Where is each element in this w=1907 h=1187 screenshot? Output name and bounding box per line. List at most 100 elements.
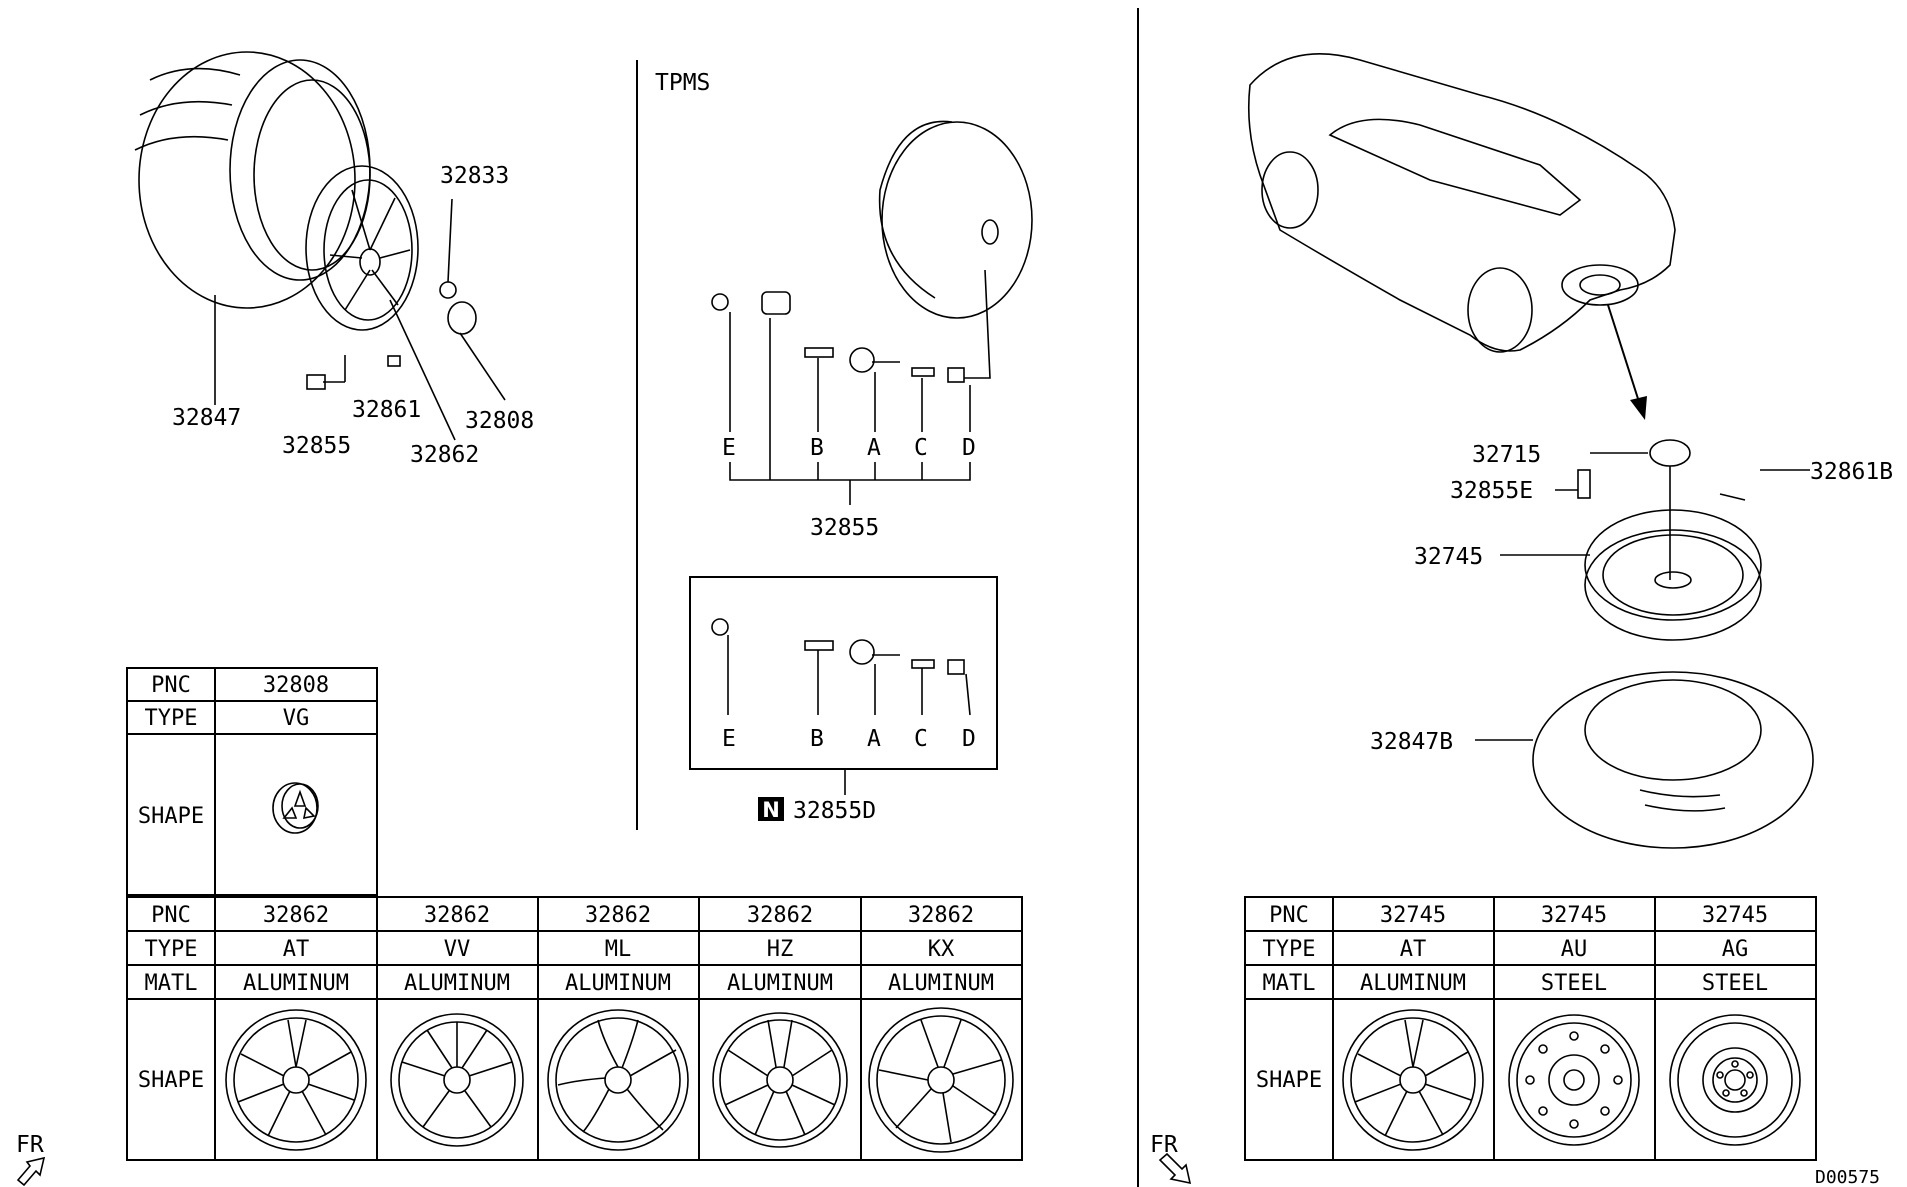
tpms-part-c-icon — [911, 367, 935, 377]
cap-shape-icon — [272, 782, 319, 834]
tpms-kit-parts — [711, 618, 971, 795]
spare-wheel-table: PNC TYPE MATL SHAPE 32745 AT ALUMINUM 32… — [1244, 896, 1817, 1161]
wheel-col-5-type: KX — [928, 937, 955, 962]
spare-weight-pnc[interactable]: 32861B — [1810, 459, 1893, 485]
cap-pnc-label[interactable]: 32808 — [465, 408, 534, 434]
wheel-col-3-matl: ALUMINUM — [565, 971, 671, 996]
wheel-at-shape-icon — [225, 1009, 367, 1151]
spare-table-col-3[interactable]: 32745 AG STEEL — [1654, 896, 1817, 1161]
wheel-col-2-type: VV — [444, 937, 471, 962]
front-wheel-icon — [1261, 151, 1319, 229]
cap-table-pnc-value[interactable]: 32808 — [263, 673, 329, 698]
wheel-table-header-column: PNC TYPE MATL SHAPE — [126, 896, 216, 1161]
wheel-table-col-2[interactable]: 32862 VV ALUMINUM — [376, 896, 539, 1161]
wheel-col-5-pnc: 32862 — [908, 903, 974, 928]
diagram-code: D00575 — [1815, 1167, 1880, 1187]
kit-label-a[interactable]: A — [867, 726, 881, 752]
wheel-spoke — [351, 189, 371, 251]
tpms-parts-illustration — [711, 269, 991, 383]
nut-icon — [439, 281, 457, 299]
front-arrow-icon — [1158, 1152, 1192, 1185]
wheel-ml-shape-icon — [547, 1009, 689, 1151]
tpms-heading: TPMS — [655, 70, 710, 96]
spare-wheel-icon — [1584, 509, 1762, 621]
spare-col-3-type: AG — [1722, 937, 1749, 962]
direction-label-right: FR — [1150, 1132, 1178, 1158]
cap-table: PNC TYPE SHAPE 32808 VG — [126, 667, 378, 896]
cap-table-type-value: VG — [283, 706, 310, 731]
spare-weight-icon — [1719, 493, 1746, 501]
spare-tire-pnc[interactable]: 32847B — [1370, 729, 1453, 755]
tpms-leaders — [729, 312, 971, 505]
spare-table-header-column: PNC TYPE MATL SHAPE — [1244, 896, 1334, 1161]
tpms-kit-pnc[interactable]: 32855D — [793, 798, 876, 824]
spare-ag-shape-icon — [1669, 1014, 1801, 1146]
wheel-table-col-4[interactable]: 32862 HZ ALUMINUM — [698, 896, 862, 1161]
spare-col-3-pnc: 32745 — [1702, 903, 1768, 928]
wheel-col-4-pnc: 32862 — [747, 903, 813, 928]
tire-outer — [138, 51, 356, 309]
wheel-table-col-3[interactable]: 32862 ML ALUMINUM — [537, 896, 700, 1161]
weight-pnc-label[interactable]: 32861 — [352, 397, 421, 423]
spare-table-col-1[interactable]: 32745 AT ALUMINUM — [1332, 896, 1495, 1161]
spare-wheel-pnc[interactable]: 32745 — [1414, 544, 1483, 570]
tire-tread-3 — [134, 135, 229, 151]
wheel-table-matl-header: MATL — [145, 971, 198, 996]
tpms-group-pnc[interactable]: 32855 — [810, 515, 879, 541]
kit-label-d[interactable]: D — [962, 726, 976, 752]
tire-tread-2 — [139, 100, 233, 116]
spare-cover-pnc[interactable]: 32715 — [1472, 442, 1541, 468]
wheel-kx-shape-icon — [868, 1007, 1014, 1153]
valve-pnc-label[interactable]: 32855 — [282, 433, 351, 459]
spare-valve-pnc[interactable]: 32855E — [1450, 478, 1533, 504]
spare-col-1-type: AT — [1400, 937, 1427, 962]
spare-col-2-pnc: 32745 — [1541, 903, 1607, 928]
tpms-label-c[interactable]: C — [914, 435, 928, 461]
spare-table-col-2[interactable]: 32745 AU STEEL — [1493, 896, 1656, 1161]
kit-label-b[interactable]: B — [810, 726, 824, 752]
tpms-label-a[interactable]: A — [867, 435, 881, 461]
tire-bead — [253, 79, 371, 271]
kit-label-c[interactable]: C — [914, 726, 928, 752]
wheel-table: PNC TYPE MATL SHAPE 32862 AT ALUMINUM 32… — [126, 896, 1023, 1161]
cap-table-pnc-header: PNC — [151, 673, 191, 698]
nut-pnc-label[interactable]: 32833 — [440, 163, 509, 189]
tpms-label-b[interactable]: B — [810, 435, 824, 461]
tire-pnc-label[interactable]: 32847 — [172, 405, 241, 431]
wheel-col-1-type: AT — [283, 937, 310, 962]
small-parts-illustration — [306, 281, 477, 390]
wheel-col-3-type: ML — [605, 937, 632, 962]
cap-icon — [447, 301, 477, 335]
leader-lines-left — [214, 198, 506, 441]
wheel-col-1-pnc: 32862 — [263, 903, 329, 928]
wheel-hz-shape-icon — [712, 1012, 848, 1148]
tpms-part-d-icon — [947, 367, 965, 383]
spare-at-shape-icon — [1342, 1009, 1484, 1151]
arrow-to-spare — [1607, 304, 1647, 420]
wheel-spoke — [379, 249, 411, 259]
wheel-col-3-pnc: 32862 — [585, 903, 651, 928]
wheel-col-4-matl: ALUMINUM — [727, 971, 833, 996]
wheel-vv-shape-icon — [390, 1013, 524, 1147]
wheel-col-4-type: HZ — [767, 937, 794, 962]
valve-icon — [306, 374, 326, 390]
spare-table-pnc-header: PNC — [1269, 903, 1309, 928]
kit-label-e[interactable]: E — [722, 726, 736, 752]
spare-col-1-matl: ALUMINUM — [1360, 971, 1466, 996]
spare-cover-icon — [1649, 439, 1691, 467]
tpms-kit-box — [689, 576, 998, 770]
cap-table-type-header: TYPE — [145, 706, 198, 731]
wheel-table-col-1[interactable]: 32862 AT ALUMINUM — [214, 896, 378, 1161]
wheel-col-1-matl: ALUMINUM — [243, 971, 349, 996]
spare-valve-icon — [1577, 469, 1591, 499]
tpms-label-e[interactable]: E — [722, 435, 736, 461]
wheel-spoke — [344, 269, 371, 311]
direction-label-left: FR — [16, 1132, 44, 1158]
wheel-pnc-label[interactable]: 32862 — [410, 442, 479, 468]
tpms-wheel-illustration — [878, 120, 1033, 319]
wheel-table-col-5[interactable]: 32862 KX ALUMINUM — [860, 896, 1023, 1161]
wheel-col-2-pnc: 32862 — [424, 903, 490, 928]
tpms-label-d[interactable]: D — [962, 435, 976, 461]
spare-col-2-type: AU — [1561, 937, 1588, 962]
